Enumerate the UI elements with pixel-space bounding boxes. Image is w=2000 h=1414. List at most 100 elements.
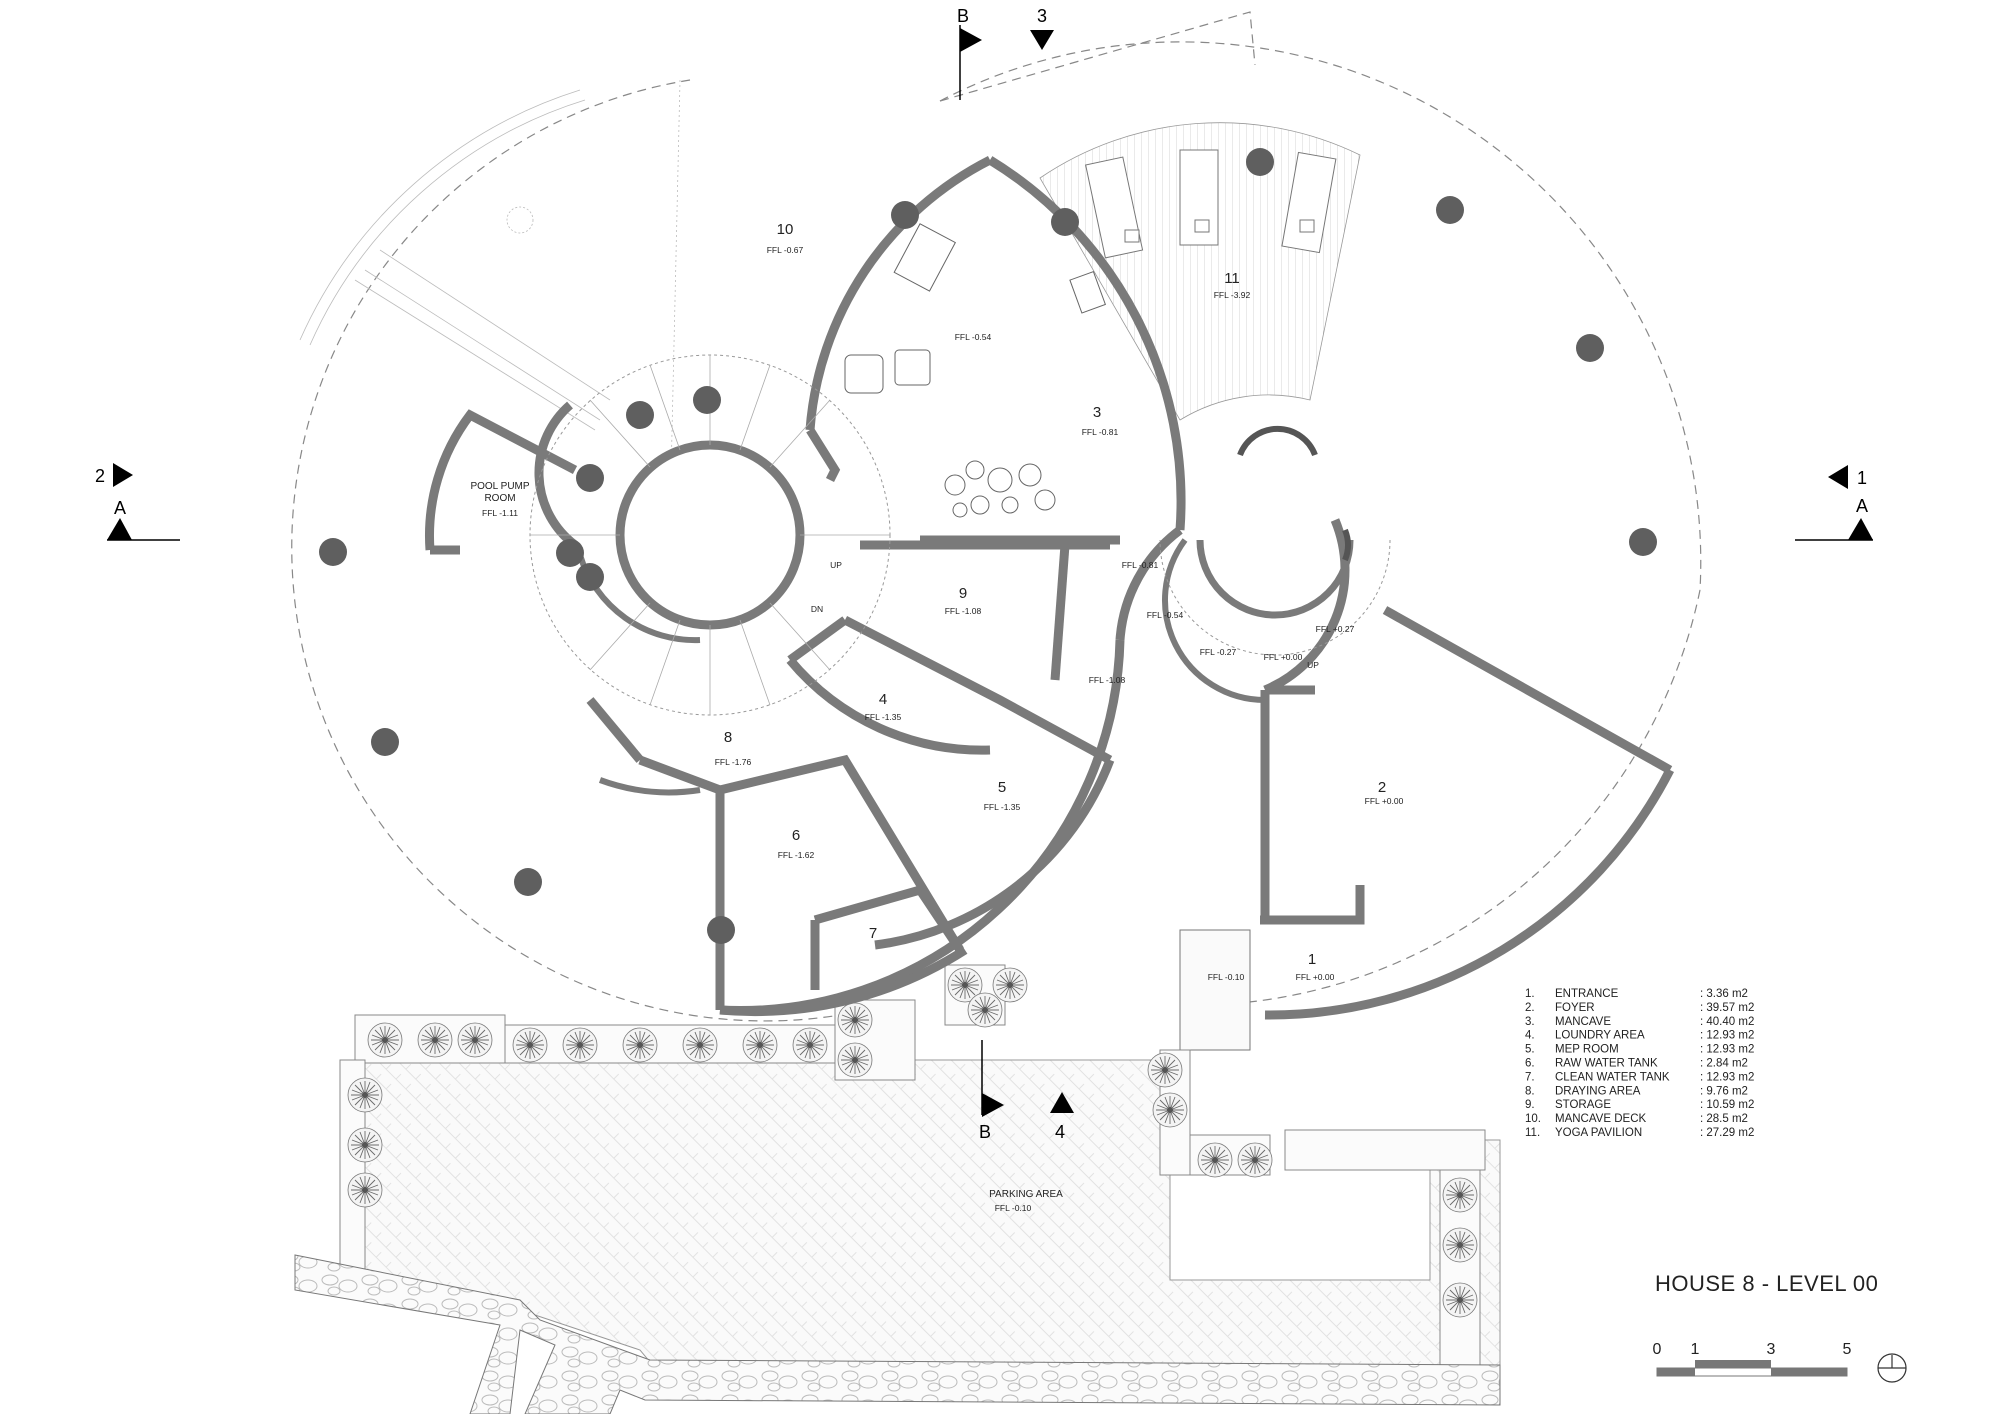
svg-text:UP: UP [1307, 660, 1319, 670]
legend-number: 11. [1525, 1127, 1540, 1139]
svg-text:1: 1 [1691, 1341, 1700, 1358]
site-boundary [290, 11, 1702, 1022]
svg-text:2: 2 [1378, 779, 1386, 796]
legend-room-name: CLEAN WATER TANK [1555, 1071, 1670, 1083]
svg-text:DN: DN [811, 604, 823, 614]
svg-text:POOL PUMP: POOL PUMP [470, 481, 529, 492]
section-mark-4-bottom: 4 [1050, 1092, 1074, 1142]
legend-number: 2. [1525, 1002, 1535, 1014]
legend-number: 5. [1525, 1044, 1535, 1056]
svg-text:0: 0 [1653, 1341, 1662, 1358]
svg-text:9: 9 [959, 585, 967, 602]
room-4-label: 4 FFL -1.35 [865, 691, 902, 722]
entry-path [1179, 929, 1251, 1051]
legend-area: : 12.93 m2 [1700, 1044, 1754, 1056]
svg-text:A: A [114, 498, 126, 518]
svg-text:8: 8 [724, 729, 732, 746]
legend-number: 7. [1525, 1071, 1535, 1083]
pool-pump-room-label: POOL PUMP ROOM FFL -1.11 [470, 481, 529, 518]
section-mark-b-bottom: B [979, 1040, 1004, 1142]
legend-room-name: DRAYING AREA [1555, 1085, 1641, 1097]
svg-text:FFL -1.35: FFL -1.35 [984, 802, 1021, 812]
legend-room-name: RAW WATER TANK [1555, 1058, 1658, 1070]
foyer-curved-wall [1196, 539, 1354, 619]
svg-text:11: 11 [1224, 270, 1240, 287]
legend-number: 1. [1525, 988, 1535, 1000]
section-mark-3-top: 3 [1030, 6, 1054, 50]
svg-text:3: 3 [1037, 6, 1047, 26]
section-mark-b-top: B [957, 6, 982, 100]
room-6-label: 6 FFL -1.62 [778, 827, 815, 860]
legend-area: : 3.36 m2 [1700, 988, 1748, 1000]
legend-room-name: MANCAVE DECK [1555, 1113, 1646, 1125]
legend-area: : 39.57 m2 [1700, 1002, 1754, 1014]
stair-treads [530, 355, 890, 715]
legend-area: : 2.84 m2 [1700, 1058, 1748, 1070]
svg-text:FFL -0.54: FFL -0.54 [955, 332, 992, 342]
svg-text:5: 5 [998, 779, 1006, 796]
foyer-stair-arc [1159, 539, 1391, 656]
svg-text:3: 3 [1093, 404, 1101, 421]
stone-path [294, 1254, 1501, 1414]
svg-text:4: 4 [879, 691, 887, 708]
svg-text:10: 10 [777, 221, 794, 238]
room-5-label: 5 FFL -1.35 [984, 779, 1021, 812]
legend-area: : 10.59 m2 [1700, 1099, 1754, 1111]
svg-text:FFL -1.76: FFL -1.76 [715, 757, 752, 767]
legend-room-name: MEP ROOM [1555, 1044, 1619, 1056]
room-9-label: 9 FFL -1.08 [945, 585, 982, 616]
parking-label: PARKING AREA FFL -0.10 [989, 1189, 1063, 1213]
yoga-mats [1085, 149, 1337, 259]
legend-number: 10. [1525, 1113, 1541, 1125]
svg-text:FFL -3.92: FFL -3.92 [1214, 290, 1251, 300]
section-mark-1-right: 1 [1828, 465, 1867, 489]
svg-text:FFL -0.67: FFL -0.67 [767, 245, 804, 255]
svg-text:B: B [957, 6, 969, 26]
extra-ffl-labels: FFL -0.54 FFL -1.08 FFL -0.81 FFL -0.54 … [955, 332, 1355, 982]
legend-room-name: LOUNDRY AREA [1555, 1030, 1645, 1042]
room-10-label: 10 FFL -0.67 [767, 221, 804, 255]
svg-text:A: A [1856, 496, 1868, 516]
section-mark-a-left: A [107, 498, 180, 541]
drawing-title: HOUSE 8 - LEVEL 00 [1655, 1271, 1878, 1296]
room-legend: 1.ENTRANCE: 3.36 m22.FOYER: 39.57 m23.MA… [1525, 988, 1754, 1139]
svg-text:FFL +0.00: FFL +0.00 [1264, 652, 1303, 662]
section-mark-2-left: 2 [95, 463, 133, 487]
legend-room-name: ENTRANCE [1555, 988, 1619, 1000]
room-3-label: 3 FFL -0.81 [1082, 404, 1119, 437]
legend-number: 6. [1525, 1058, 1535, 1070]
svg-text:FFL -0.27: FFL -0.27 [1200, 647, 1237, 657]
svg-text:FFL -0.81: FFL -0.81 [1082, 427, 1119, 437]
svg-text:FFL -0.81: FFL -0.81 [1122, 560, 1159, 570]
svg-text:FFL -1.08: FFL -1.08 [945, 606, 982, 616]
legend-number: 3. [1525, 1016, 1535, 1028]
room-11-label: 11 FFL -3.92 [1214, 270, 1251, 300]
section-mark-a-right: A [1795, 496, 1873, 541]
legend-number: 4. [1525, 1030, 1535, 1042]
legend-room-name: STORAGE [1555, 1099, 1611, 1111]
yoga-arc-1 [1237, 426, 1318, 457]
legend-area: : 40.40 m2 [1700, 1016, 1754, 1028]
north-arrow-icon [1877, 1353, 1907, 1383]
svg-text:UP: UP [830, 560, 842, 570]
legend-room-name: MANCAVE [1555, 1016, 1611, 1028]
svg-text:4: 4 [1055, 1122, 1065, 1142]
svg-text:FFL +0.27: FFL +0.27 [1316, 624, 1355, 634]
legend-room-name: YOGA PAVILION [1555, 1127, 1642, 1139]
yoga-arc-2 [1342, 528, 1351, 562]
svg-text:PARKING AREA: PARKING AREA [989, 1189, 1063, 1200]
svg-text:1: 1 [1308, 951, 1316, 968]
legend-area: : 12.93 m2 [1700, 1030, 1754, 1042]
svg-text:7: 7 [869, 925, 877, 942]
legend-number: 9. [1525, 1099, 1535, 1111]
mancave-deck-lines [299, 79, 681, 521]
room-7-label: 7 [869, 925, 877, 942]
mancave-furniture [844, 223, 1107, 518]
columns [319, 148, 1657, 944]
svg-text:ROOM: ROOM [484, 493, 515, 504]
svg-text:FFL -0.54: FFL -0.54 [1147, 610, 1184, 620]
svg-text:6: 6 [792, 827, 800, 844]
scale-bar: 0 1 3 5 [1653, 1341, 1852, 1377]
svg-text:FFL -1.35: FFL -1.35 [865, 712, 902, 722]
